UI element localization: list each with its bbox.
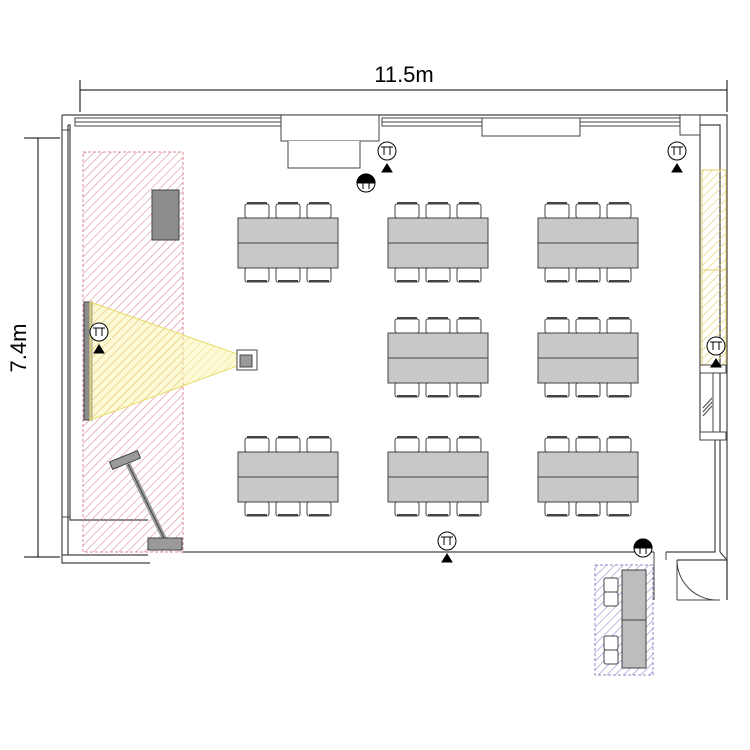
table-group <box>237 436 339 517</box>
door-icon <box>653 552 720 601</box>
table-group <box>237 202 339 283</box>
table-icon <box>537 332 639 384</box>
storage-area <box>594 564 654 676</box>
outlet-icon <box>89 141 726 563</box>
chair-icon <box>306 501 332 517</box>
chair-icon <box>425 202 451 219</box>
chair-icon <box>544 267 570 283</box>
cabinet <box>701 169 727 371</box>
table-icon <box>387 332 489 384</box>
chair-icon <box>394 317 420 334</box>
chair-icon <box>606 202 632 219</box>
projector-icon <box>236 349 258 371</box>
width-dimension-label: 11.5m <box>374 62 434 87</box>
table-group <box>387 436 489 517</box>
chair-icon <box>456 436 482 453</box>
window-icon <box>74 114 701 169</box>
chair-icon <box>544 202 570 219</box>
chair-icon <box>456 382 482 398</box>
table-icon <box>387 451 489 503</box>
chair-icon <box>244 202 270 219</box>
chair-icon <box>306 202 332 219</box>
table-group <box>387 317 489 398</box>
chair-icon <box>425 436 451 453</box>
height-dimension-label: 7.4m <box>6 324 31 373</box>
table-icon <box>537 217 639 269</box>
chair-icon <box>575 501 601 517</box>
chair-icon <box>425 317 451 334</box>
chair-icon <box>544 436 570 453</box>
chair-icon <box>394 382 420 398</box>
table-group <box>387 202 489 283</box>
chair-icon <box>544 382 570 398</box>
width-dimension <box>79 80 728 112</box>
height-dimension <box>24 137 60 558</box>
chair-icon <box>575 202 601 219</box>
chair-icon <box>394 267 420 283</box>
chair-icon <box>425 382 451 398</box>
chair-icon <box>306 267 332 283</box>
table-group <box>537 317 639 398</box>
podium-icon <box>108 450 183 551</box>
chair-icon <box>575 267 601 283</box>
table-group <box>537 202 639 283</box>
chair-icon <box>275 501 301 517</box>
chair-icon <box>244 267 270 283</box>
chair-icon <box>606 501 632 517</box>
table-icon <box>387 217 489 269</box>
chair-icon <box>575 382 601 398</box>
chair-icon <box>606 267 632 283</box>
table-icon <box>237 451 339 503</box>
table-icon <box>537 451 639 503</box>
seating-area <box>237 202 639 517</box>
chair-icon <box>575 436 601 453</box>
chair-icon <box>244 436 270 453</box>
chair-icon <box>456 501 482 517</box>
chair-icon <box>275 267 301 283</box>
chair-icon <box>394 436 420 453</box>
whiteboard <box>151 189 180 241</box>
chair-icon <box>275 202 301 219</box>
chair-icon <box>244 501 270 517</box>
chair-icon <box>456 202 482 219</box>
chair-icon <box>275 436 301 453</box>
left-window <box>62 129 70 518</box>
right-partition <box>699 364 727 441</box>
chair-icon <box>606 382 632 398</box>
chair-icon <box>606 317 632 334</box>
chair-icon <box>394 501 420 517</box>
chair-icon <box>606 436 632 453</box>
chair-icon <box>394 202 420 219</box>
chair-icon <box>544 317 570 334</box>
chair-icon <box>425 267 451 283</box>
chair-icon <box>575 317 601 334</box>
chair-icon <box>456 267 482 283</box>
chair-icon <box>456 317 482 334</box>
chair-icon <box>306 436 332 453</box>
table-group <box>537 436 639 517</box>
table-icon <box>237 217 339 269</box>
chair-icon <box>544 501 570 517</box>
chair-icon <box>425 501 451 517</box>
